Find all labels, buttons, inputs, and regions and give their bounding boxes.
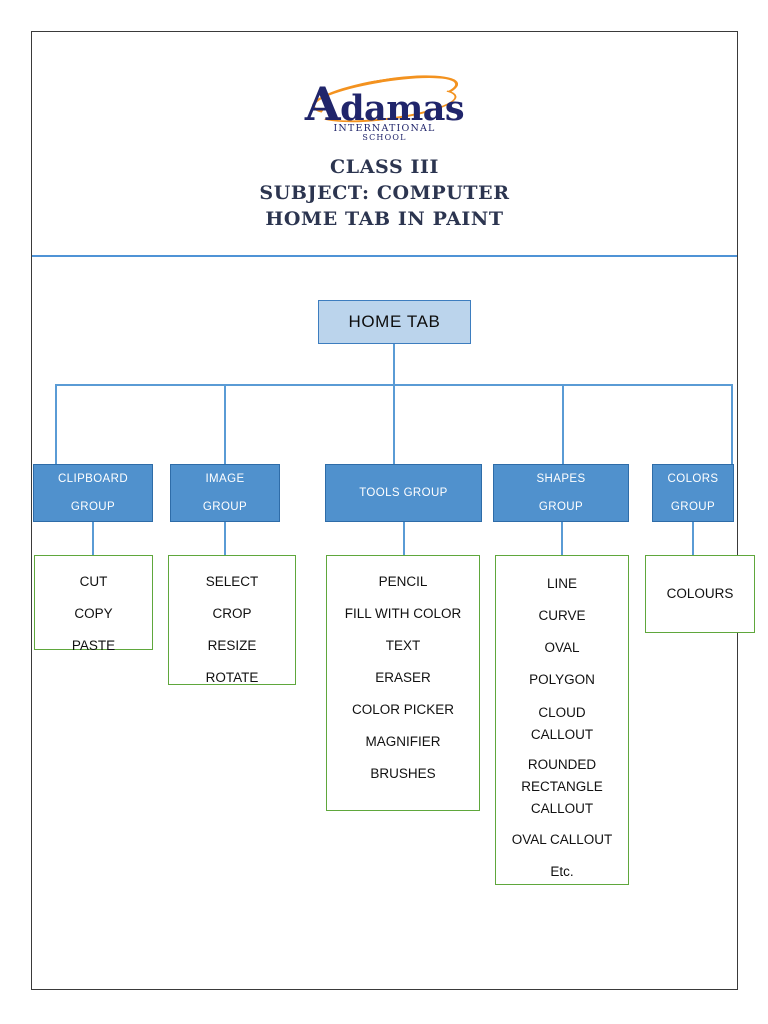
list-item: LINE: [546, 576, 577, 591]
node-colors-group[interactable]: COLORS GROUP: [652, 464, 734, 522]
connector-drop-tools: [393, 384, 395, 464]
connector-shapes-detail: [561, 522, 563, 555]
list-item: Etc.: [550, 864, 574, 879]
node-home-tab-label: HOME TAB: [348, 312, 441, 331]
connector-drop-clipboard: [55, 384, 57, 464]
list-item: PENCIL: [378, 574, 428, 589]
org-chart: HOME TAB CLIPBOARD GROUP IMAGE GROUP TOO…: [32, 256, 755, 991]
list-item: CLOUD CALLOUT: [530, 705, 594, 742]
list-item: ROTATE: [205, 670, 259, 685]
list-item: BRUSHES: [370, 766, 436, 781]
node-clipboard-group[interactable]: CLIPBOARD GROUP: [33, 464, 153, 522]
list-item: CUT: [79, 574, 108, 589]
list-item: FILL WITH COLOR: [344, 606, 462, 621]
document-header: Adamas INTERNATIONAL SCHOOL CLASS III SU…: [32, 32, 737, 257]
list-item: COLOURS: [666, 586, 734, 601]
connector-drop-image: [224, 384, 226, 464]
node-shapes-group[interactable]: SHAPES GROUP: [493, 464, 629, 522]
logo-wordmark: Adamas: [304, 77, 465, 131]
list-item: COLOR PICKER: [351, 702, 455, 717]
node-shapes-group-label: SHAPES GROUP: [536, 473, 586, 513]
connector-root-stem: [393, 344, 395, 385]
list-item: OVAL CALLOUT: [511, 832, 613, 847]
detail-box-clipboard[interactable]: CUT COPY PASTE: [34, 555, 153, 653]
list-item: RESIZE: [207, 638, 257, 653]
list-item: CROP: [212, 606, 252, 621]
list-item: TEXT: [385, 638, 421, 653]
node-tools-group-label: TOOLS GROUP: [359, 487, 448, 499]
list-item: ROUNDED RECTANGLE CALLOUT: [521, 757, 603, 816]
logo-subtitle-line1: INTERNATIONAL: [333, 123, 436, 134]
list-item: OVAL: [544, 640, 580, 655]
connector-drop-shapes: [562, 384, 564, 464]
detail-box-colors[interactable]: COLOURS: [645, 555, 755, 633]
list-item: SELECT: [205, 574, 259, 589]
node-colors-group-label: COLORS GROUP: [667, 473, 719, 513]
node-tools-group[interactable]: TOOLS GROUP: [325, 464, 482, 522]
connector-image-detail: [224, 522, 226, 555]
document-page: Adamas INTERNATIONAL SCHOOL CLASS III SU…: [31, 31, 755, 991]
title-line-class: CLASS III: [330, 156, 439, 178]
list-item: CURVE: [538, 608, 586, 623]
list-item: MAGNIFIER: [365, 734, 441, 749]
header-divider: [32, 255, 737, 257]
node-clipboard-group-label: CLIPBOARD GROUP: [57, 473, 129, 513]
list-item: ERASER: [375, 670, 431, 685]
list-item: POLYGON: [529, 672, 595, 687]
logo-subtitle-line2: SCHOOL: [362, 133, 407, 142]
title-line-topic: HOME TAB IN PAINT: [265, 208, 504, 230]
connector-clipboard-detail: [92, 522, 94, 555]
connector-tools-detail: [403, 522, 405, 555]
node-image-group-label: IMAGE GROUP: [202, 473, 248, 513]
list-item: PASTE: [71, 638, 116, 653]
detail-box-shapes[interactable]: LINE CURVE OVAL POLYGON CLOUD CALLOUT RO…: [495, 555, 629, 885]
detail-box-image[interactable]: SELECT CROP RESIZE ROTATE: [168, 555, 296, 685]
node-image-group[interactable]: IMAGE GROUP: [170, 464, 280, 522]
school-logo: Adamas INTERNATIONAL SCHOOL: [32, 67, 737, 144]
page-title: CLASS III SUBJECT: COMPUTER HOME TAB IN …: [32, 154, 737, 232]
detail-box-tools[interactable]: PENCIL FILL WITH COLOR TEXT ERASER COLOR…: [326, 555, 480, 811]
connector-drop-colors: [731, 384, 733, 464]
list-item: COPY: [74, 606, 113, 621]
connector-colors-detail: [692, 522, 694, 555]
title-line-subject: SUBJECT: COMPUTER: [259, 182, 510, 204]
node-home-tab[interactable]: HOME TAB: [318, 300, 471, 344]
